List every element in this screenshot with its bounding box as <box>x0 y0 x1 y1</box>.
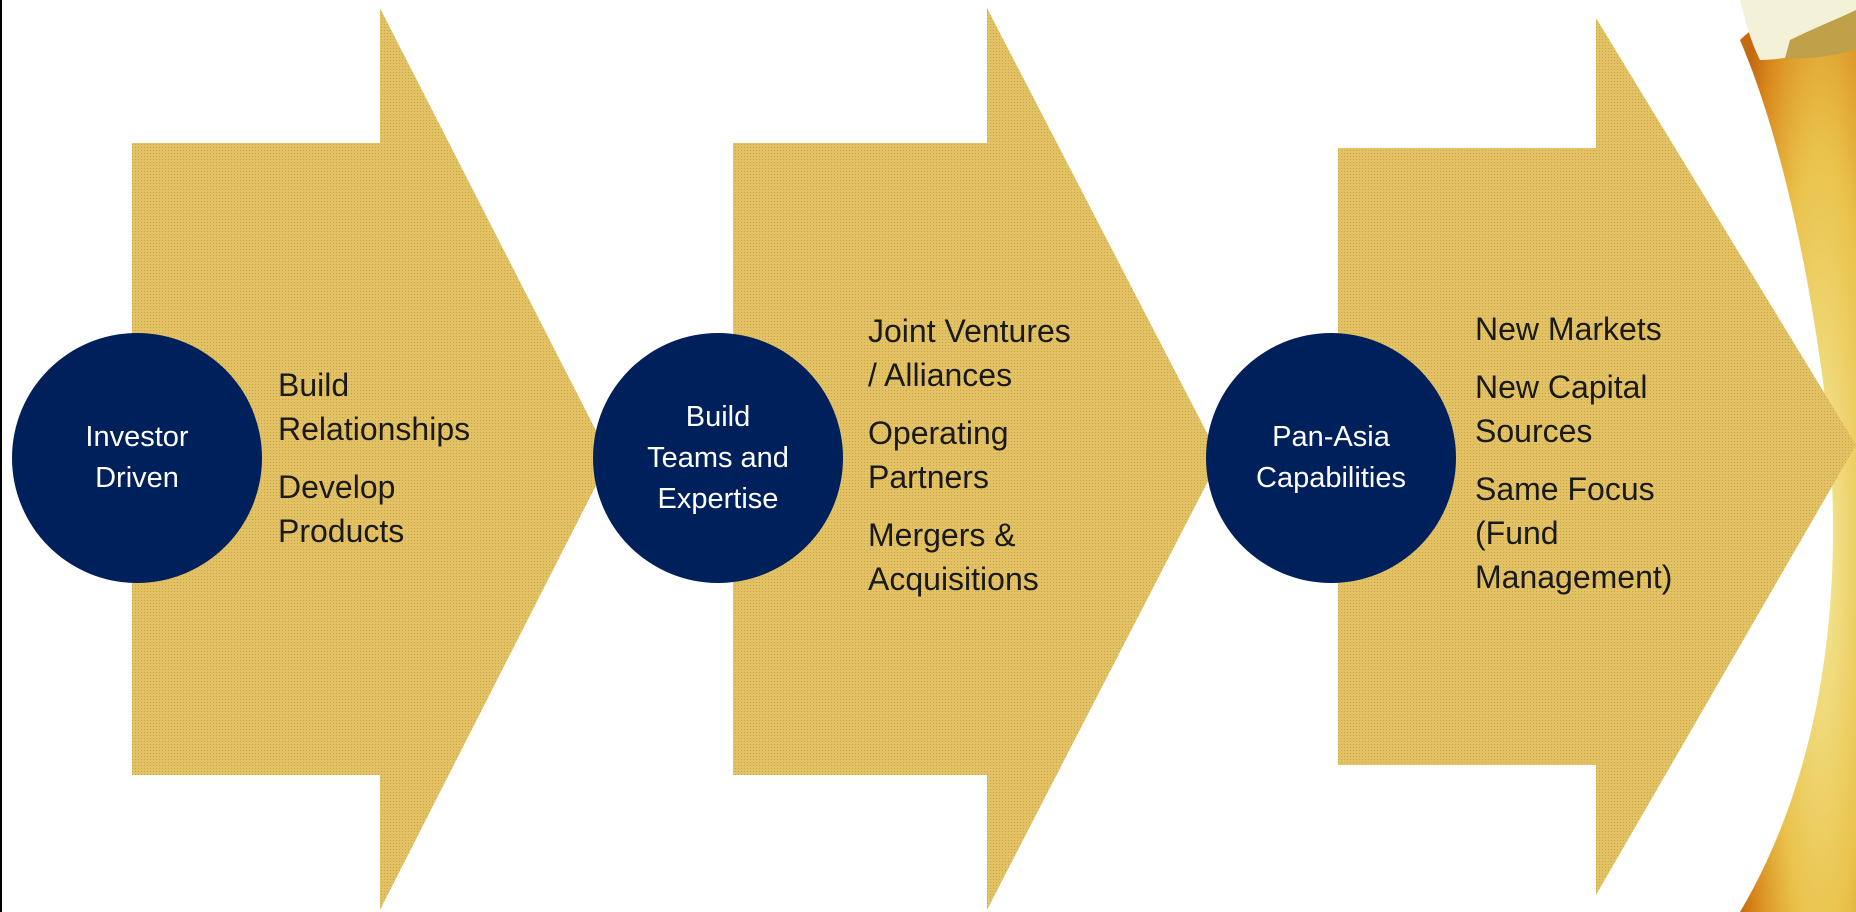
item-line: New Markets <box>1475 311 1662 347</box>
item-line: Mergers & <box>868 517 1016 553</box>
list-item: Develop Products <box>278 465 470 553</box>
circle-label-line: Investor <box>85 421 189 453</box>
item-line: Relationships <box>278 411 471 447</box>
list-item: Build Relationships <box>278 363 470 451</box>
item-line: Products <box>278 513 405 549</box>
circle-label-line: Build <box>685 400 751 433</box>
stage-circle-pan-asia: Pan-Asia Capabilities <box>1206 333 1456 583</box>
stage-2-items: Joint Ventures / Alliances Operating Par… <box>868 309 1071 615</box>
list-item: Operating Partners <box>868 411 1071 499</box>
item-line: New Capital <box>1475 369 1648 405</box>
item-line: Build <box>278 367 350 403</box>
item-line: Management) <box>1475 559 1673 595</box>
list-item: Mergers & Acquisitions <box>868 513 1071 601</box>
circle-label-line: Expertise <box>657 482 779 515</box>
circle-label-line: Teams and <box>647 441 789 474</box>
list-item: Joint Ventures / Alliances <box>868 309 1071 397</box>
list-item: Same Focus (Fund Management) <box>1475 467 1672 599</box>
circle-label-line: Driven <box>95 462 179 494</box>
decorative-swoosh <box>1740 0 1856 912</box>
stage-1-items: Build Relationships Develop Products <box>278 363 470 567</box>
slide-left-border <box>0 0 2 912</box>
item-line: / Alliances <box>868 357 1013 393</box>
circle-label-line: Pan-Asia <box>1272 421 1390 453</box>
item-line: Develop <box>278 469 396 505</box>
chevron-arrow-3 <box>1338 18 1856 895</box>
item-line: Joint Ventures <box>868 313 1071 349</box>
list-item: New Markets <box>1475 307 1672 351</box>
item-line: (Fund <box>1475 515 1559 551</box>
chevron-arrow-1 <box>132 8 610 910</box>
item-line: Sources <box>1475 413 1593 449</box>
item-line: Partners <box>868 459 989 495</box>
item-line: Acquisitions <box>868 561 1039 597</box>
stage-3-items: New Markets New Capital Sources Same Foc… <box>1475 307 1672 613</box>
list-item: New Capital Sources <box>1475 365 1672 453</box>
circle-label-line: Capabilities <box>1256 462 1406 494</box>
stage-circle-investor-driven: Investor Driven <box>12 333 262 583</box>
item-line: Operating <box>868 415 1009 451</box>
chevron-arrow-2 <box>733 8 1220 910</box>
stage-circle-build-teams: Build Teams and Expertise <box>593 333 843 583</box>
item-line: Same Focus <box>1475 471 1655 507</box>
